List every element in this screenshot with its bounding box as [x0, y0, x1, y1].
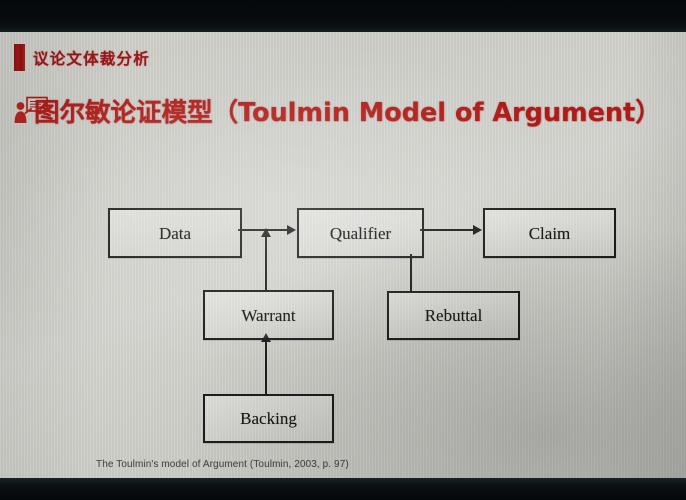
node-claim: Claim [483, 208, 616, 258]
presenter-at-board-icon [14, 96, 48, 123]
edge-warrant-qualifier-arrowhead [261, 228, 271, 237]
node-backing: Backing [203, 394, 334, 443]
edge-data-qualifier-arrowhead [287, 225, 296, 235]
photo-bottom-dark-band [0, 478, 686, 500]
node-backing-label: Backing [240, 409, 297, 428]
node-data-label: Data [158, 223, 192, 243]
edge-warrant-qualifier-line [265, 231, 267, 291]
photo-top-dark-band [0, 0, 686, 33]
edge-backing-warrant-line [265, 337, 267, 395]
red-bar-icon [14, 44, 25, 71]
node-claim-label: Claim [528, 223, 571, 243]
edge-qualifier-claim-arrowhead [473, 225, 482, 235]
edge-backing-warrant-arrowhead [261, 333, 271, 342]
node-warrant: Warrant [203, 290, 334, 340]
node-rebuttal-label: Rebuttal [424, 306, 483, 325]
node-data: Data [108, 208, 242, 258]
node-qualifier-label: Qualifier [329, 223, 392, 243]
projected-slide: 议论文体裁分析 图尔敏论证模型（Toulmin Model of Argumen… [0, 32, 686, 479]
page-title: 图尔敏论证模型（Toulmin Model of Argument） [34, 97, 661, 128]
node-warrant-label: Warrant [241, 305, 296, 325]
edge-qualifier-rebuttal-line [410, 254, 412, 292]
node-qualifier: Qualifier [297, 208, 424, 258]
edge-qualifier-claim-line [420, 229, 474, 231]
slide-subheading: 议论文体裁分析 [33, 49, 150, 68]
node-rebuttal: Rebuttal [387, 291, 520, 340]
diagram-caption: The Toulmin's model of Argument (Toulmin… [96, 459, 349, 470]
